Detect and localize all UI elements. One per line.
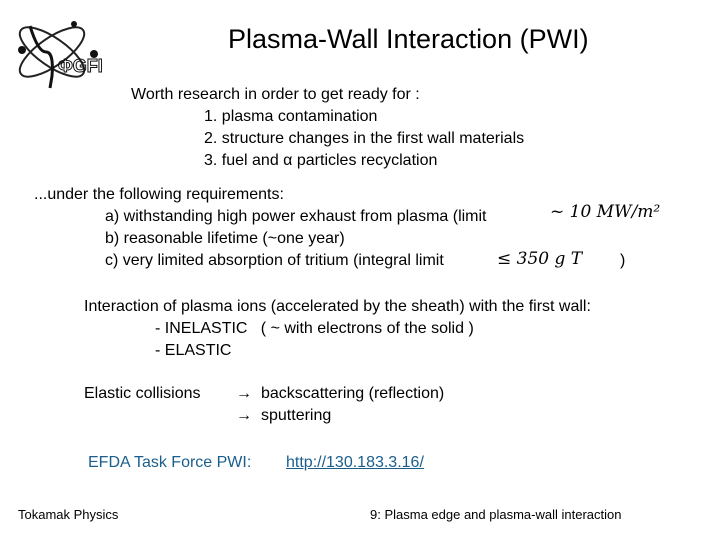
logo-dot-top — [71, 21, 77, 27]
requirement-a-handwritten-note: ~ 10 MW/m² — [550, 202, 661, 222]
interaction-elastic: - ELASTIC — [155, 342, 232, 359]
requirement-c-close: ) — [620, 252, 626, 269]
footer-right: 9: Plasma edge and plasma-wall interacti… — [370, 507, 622, 522]
logo-orbit-2 — [18, 26, 86, 78]
elastic-item-1: backscattering (reflection) — [261, 385, 445, 402]
requirement-b: b) reasonable lifetime (~one year) — [105, 230, 345, 247]
elastic-lead: Elastic collisions — [84, 385, 201, 402]
logo-text: ΦGFI — [58, 56, 102, 76]
arrow-icon: → — [236, 385, 252, 402]
elastic-item-2: sputtering — [261, 407, 332, 424]
requirement-c-handwritten-note: ≤ 350 g T — [497, 249, 583, 269]
logo-orbit-1 — [18, 26, 86, 78]
requirement-c: c) very limited absorption of tritium (i… — [105, 252, 444, 269]
logo-dot-left — [18, 46, 26, 54]
arrow-icon: → — [236, 407, 252, 424]
intro-lead: Worth research in order to get ready for… — [131, 86, 420, 103]
requirements-lead: ...under the following requirements: — [34, 186, 284, 203]
logo-dot-right — [90, 50, 98, 58]
gfi-logo: ΦGFI — [18, 21, 102, 89]
interaction-lead: Interaction of plasma ions (accelerated … — [84, 298, 591, 315]
intro-item-3: 3. fuel and α particles recyclation — [204, 152, 438, 169]
logo-wave — [28, 25, 54, 89]
interaction-inelastic: - INELASTIC ( ~ with electrons of the so… — [155, 320, 474, 337]
efda-link[interactable]: http://130.183.3.16/ — [286, 454, 424, 471]
slide-title: Plasma-Wall Interaction (PWI) — [228, 24, 589, 54]
efda-label: EFDA Task Force PWI: — [88, 454, 252, 471]
footer-left: Tokamak Physics — [18, 507, 119, 522]
requirement-a: a) withstanding high power exhaust from … — [105, 208, 487, 225]
intro-item-1: 1. plasma contamination — [204, 108, 378, 125]
intro-item-2: 2. structure changes in the first wall m… — [204, 130, 525, 147]
